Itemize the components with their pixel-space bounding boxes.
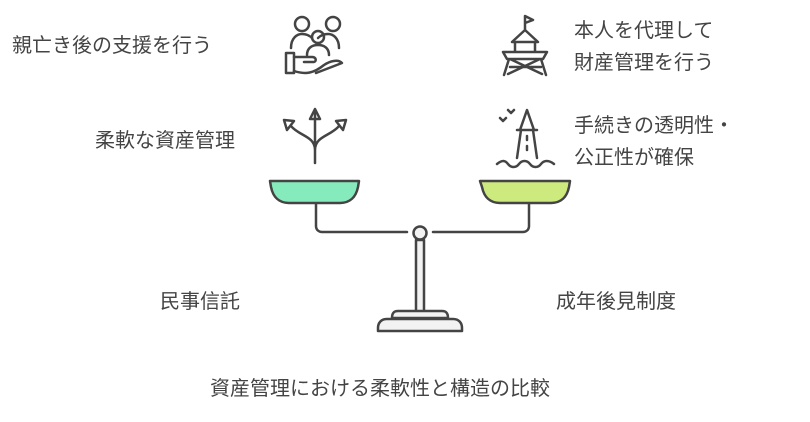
balance-scale bbox=[268, 179, 572, 333]
family-hand-icon bbox=[284, 15, 344, 75]
scale-stem bbox=[414, 238, 426, 314]
left-pan bbox=[268, 179, 361, 205]
scale-beam bbox=[314, 202, 531, 234]
scale-base-top bbox=[390, 309, 450, 320]
left-item-2: 柔軟な資産管理 bbox=[95, 128, 235, 152]
branching-arrows-icon bbox=[282, 107, 348, 165]
watchtower-icon bbox=[501, 14, 549, 77]
right-item-1-line1: 本人を代理して bbox=[574, 18, 714, 42]
lighthouse-icon bbox=[495, 108, 556, 169]
right-pan bbox=[478, 179, 572, 205]
scale-base bbox=[376, 317, 464, 333]
diagram-title: 資産管理における柔軟性と構造の比較 bbox=[210, 376, 550, 400]
right-item-2-line1: 手続きの透明性・ bbox=[574, 113, 734, 137]
left-item-1: 親亡き後の支援を行う bbox=[12, 33, 212, 57]
right-label: 成年後見制度 bbox=[556, 289, 676, 313]
right-item-2-line2: 公正性が確保 bbox=[574, 145, 694, 169]
scale-pivot bbox=[412, 225, 428, 241]
left-label: 民事信託 bbox=[160, 289, 240, 313]
right-item-1-line2: 財産管理を行う bbox=[574, 50, 714, 74]
